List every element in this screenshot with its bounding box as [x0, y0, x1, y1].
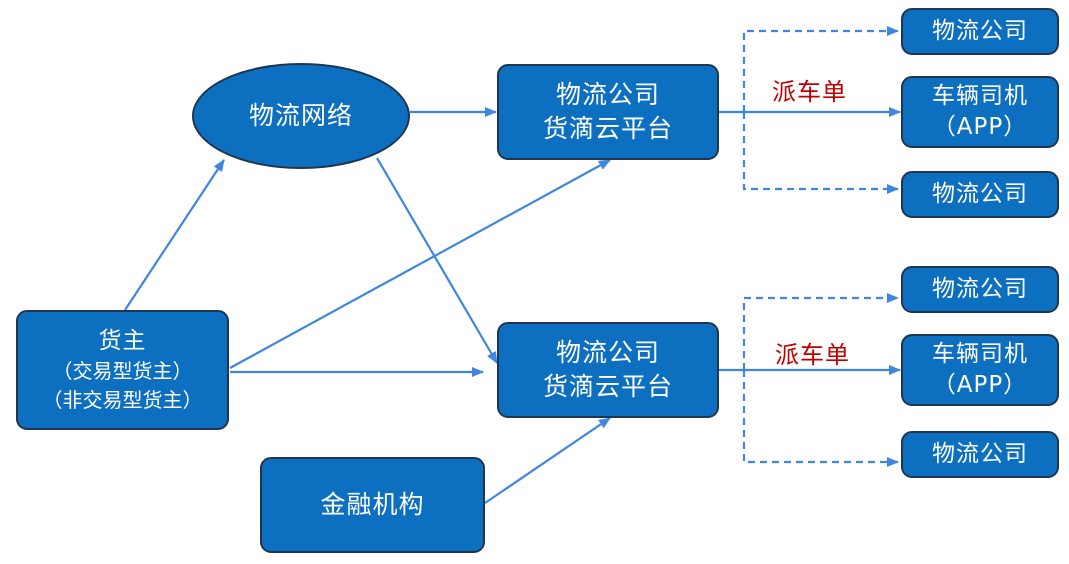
bottom-driver-node: 车辆司机 （APP）	[901, 334, 1059, 406]
dashed-bottom-to-company-a	[742, 293, 899, 370]
bottom-company-a-node: 物流公司	[901, 266, 1059, 313]
finance-label: 金融机构	[320, 490, 425, 519]
dispatch-label-top: 派车单	[772, 78, 847, 106]
platform-top-line2: 货滴云平台	[542, 114, 673, 143]
arrow-shipper-to-top-platform	[229, 159, 611, 369]
platform-top-node: 物流公司 货滴云平台	[497, 64, 719, 160]
finance-node: 金融机构	[260, 457, 485, 553]
arrow-network-to-bottom-platform	[376, 157, 498, 364]
arrow-shipper-to-network	[124, 159, 225, 311]
platform-bottom-line1: 物流公司	[555, 338, 660, 367]
platform-bottom-line2: 货滴云平台	[542, 372, 673, 401]
platform-top-line1: 物流公司	[555, 80, 660, 109]
shipper-type-1: （交易型货主）	[52, 358, 193, 383]
shipper-node: 货主 （交易型货主） （非交易型货主）	[16, 310, 229, 430]
arrow-finance-to-bottom-platform	[484, 417, 611, 504]
shipper-title: 货主	[98, 327, 147, 354]
logistics-network-node: 物流网络	[192, 63, 410, 169]
dispatch-label-bottom: 派车单	[775, 341, 850, 369]
bottom-driver-line2: （APP）	[932, 372, 1028, 398]
top-company-b-label: 物流公司	[932, 181, 1028, 207]
shipper-type-2: （非交易型货主）	[42, 387, 203, 412]
platform-bottom-node: 物流公司 货滴云平台	[497, 322, 719, 418]
top-driver-node: 车辆司机 （APP）	[901, 76, 1059, 148]
bottom-company-b-node: 物流公司	[901, 431, 1059, 478]
dashed-top-to-company-b	[742, 112, 899, 194]
top-company-a-label: 物流公司	[932, 18, 1028, 44]
top-driver-line2: （APP）	[932, 114, 1028, 140]
top-driver-line1: 车辆司机	[932, 83, 1028, 109]
dashed-top-to-company-a	[742, 26, 899, 112]
bottom-company-a-label: 物流公司	[932, 276, 1028, 302]
logistics-network-label: 物流网络	[248, 101, 353, 130]
dashed-bottom-to-company-b	[742, 370, 899, 467]
top-company-b-node: 物流公司	[901, 171, 1059, 218]
bottom-driver-line1: 车辆司机	[932, 341, 1028, 367]
bottom-company-b-label: 物流公司	[932, 441, 1028, 467]
top-company-a-node: 物流公司	[901, 8, 1059, 55]
